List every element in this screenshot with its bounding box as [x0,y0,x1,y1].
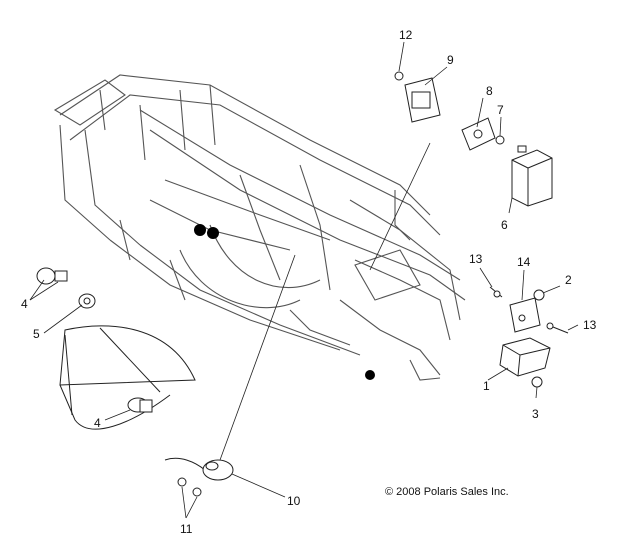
bracket-part [509,297,541,333]
callout-5: 5 [33,327,40,341]
gasket-part [461,117,496,151]
pin-part-13b [546,322,569,334]
callout-6: 6 [501,218,508,232]
headlight-lens [59,325,196,430]
nut-part-12 [394,71,404,81]
callout-9: 9 [447,53,454,67]
callout-11: 11 [180,522,193,536]
callout-13-left: 13 [469,252,483,266]
grommet-part [78,293,96,309]
atv-frame [53,74,466,381]
screw-part-3 [531,376,543,388]
screw-part-11 [177,477,202,497]
callout-14: 14 [517,255,531,269]
switch-harness-part [164,457,234,481]
callout-1: 1 [483,379,490,393]
callout-2: 2 [565,273,572,287]
callout-8: 8 [486,84,493,98]
copyright-notice: © 2008 Polaris Sales Inc. [385,486,509,498]
callout-4-bulb: 4 [94,416,101,430]
callout-7: 7 [497,103,504,117]
pin-part-13a [489,286,503,298]
callout-3: 3 [532,407,539,421]
callout-labels: 1 2 3 4 4 5 6 7 8 9 10 11 12 13 13 14 [21,28,597,536]
callout-13-right: 13 [583,318,597,332]
bulb-socket-part [36,267,68,285]
leader-lines [29,41,579,519]
callout-4-socket: 4 [21,297,28,311]
callout-10: 10 [287,494,301,508]
screw-part-7 [495,135,505,145]
relay-box-part [499,337,551,377]
callout-12: 12 [399,28,413,42]
mount-bracket-part [404,77,441,123]
screw-part-2 [533,289,545,301]
control-module-part [511,145,553,207]
headlight-bulb-part [127,397,153,413]
